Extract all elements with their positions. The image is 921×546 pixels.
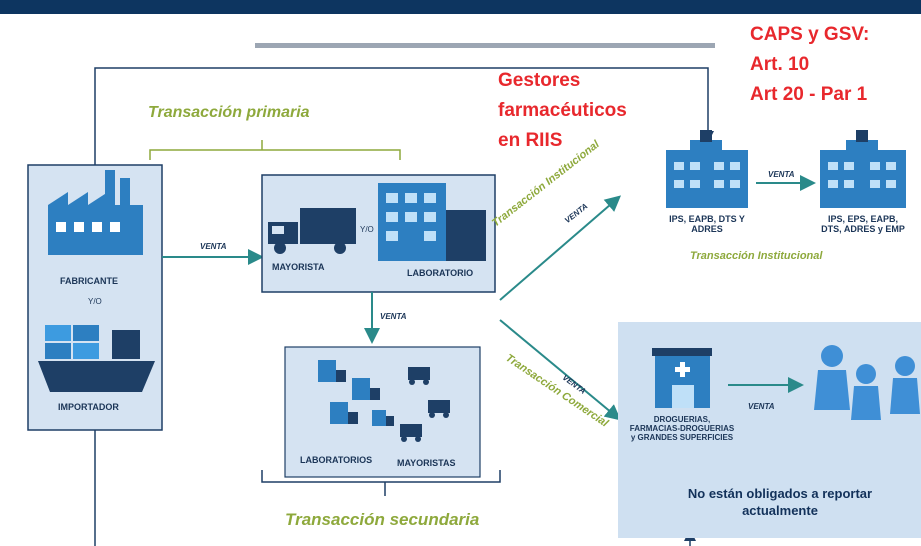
mayorista-label: MAYORISTA bbox=[272, 262, 325, 272]
hospital-icon-2 bbox=[820, 130, 906, 208]
pharmacy-icon bbox=[652, 348, 712, 408]
ips-label-2-line1: IPS, EPS, EAPB, bbox=[827, 214, 899, 224]
hospital-icon-1 bbox=[666, 130, 748, 208]
droguerias-line2: FARMACIAS-DROGUERIAS bbox=[629, 424, 735, 433]
importador-label: IMPORTADOR bbox=[58, 402, 119, 412]
ips-label-1-line2: ADRES bbox=[691, 224, 723, 234]
no-obligados-note: No están obligados a reportar actualment… bbox=[640, 485, 920, 519]
ips-label-1: IPS, EAPB, DTS Y ADRES bbox=[664, 214, 750, 234]
laboratorios-label: LABORATORIOS bbox=[300, 455, 373, 465]
caps-line3: Art 20 - Par 1 bbox=[750, 84, 868, 105]
transaccion-primaria-label: Transacción primaria bbox=[148, 104, 310, 121]
droguerias-label: DROGUERIAS, FARMACIAS-DROGUERIAS y GRAND… bbox=[612, 415, 752, 442]
venta-label-1: VENTA bbox=[200, 242, 227, 251]
ips-label-2: IPS, EPS, EAPB, DTS, ADRES y EMP bbox=[808, 214, 918, 234]
ips-label-2-line2: DTS, ADRES y EMP bbox=[821, 224, 905, 234]
gestores-overlay: Gestores farmacéuticos en RIIS bbox=[498, 66, 627, 156]
arrow-institucional bbox=[499, 195, 622, 301]
transaccion-secundaria-label: Transacción secundaria bbox=[285, 510, 480, 529]
no-obligados-line2: actualmente bbox=[742, 503, 818, 518]
ips-label-1-line1: IPS, EAPB, DTS Y bbox=[669, 214, 745, 224]
fabricante-label: FABRICANTE bbox=[60, 276, 118, 286]
primary-bracket bbox=[149, 140, 401, 160]
no-obligados-line1: No están obligados a reportar bbox=[687, 486, 873, 501]
venta-label-6: VENTA bbox=[748, 402, 775, 411]
transaccion-institucional-label: Transacción Institucional bbox=[690, 250, 823, 262]
top-route-line bbox=[94, 67, 714, 165]
mayoristas-label: MAYORISTAS bbox=[397, 458, 456, 468]
gestores-line1: Gestores bbox=[498, 70, 581, 91]
droguerias-line3: y GRANDES SUPERFICIES bbox=[630, 433, 734, 442]
header-bar bbox=[0, 0, 921, 14]
factory-icon bbox=[48, 170, 143, 255]
laboratorio-label: LABORATORIO bbox=[407, 268, 474, 278]
venta-label-5: VENTA bbox=[768, 170, 795, 179]
droguerias-line1: DROGUERIAS, bbox=[653, 415, 711, 424]
caps-overlay: CAPS y GSV: Art. 10 Art 20 - Par 1 bbox=[750, 20, 869, 110]
cut-header-text bbox=[255, 43, 715, 48]
truck-icon bbox=[268, 208, 356, 254]
small-buildings-icon bbox=[318, 360, 394, 426]
laboratorio-building-icon bbox=[378, 183, 486, 261]
arrow-comercial bbox=[499, 319, 622, 421]
small-trucks-icon bbox=[400, 367, 450, 442]
gestores-line2: farmacéuticos bbox=[498, 100, 627, 121]
venta-label-2: VENTA bbox=[380, 312, 407, 321]
gestores-line3: en RIIS bbox=[498, 130, 563, 151]
ship-icon bbox=[38, 325, 155, 392]
yo-label-2: Y/O bbox=[360, 225, 374, 234]
secondary-bracket bbox=[261, 470, 501, 496]
caps-line1: CAPS y GSV: bbox=[750, 24, 870, 45]
yo-label-1: Y/O bbox=[88, 297, 102, 306]
people-icon bbox=[814, 345, 920, 420]
caps-line2: Art. 10 bbox=[750, 54, 810, 75]
